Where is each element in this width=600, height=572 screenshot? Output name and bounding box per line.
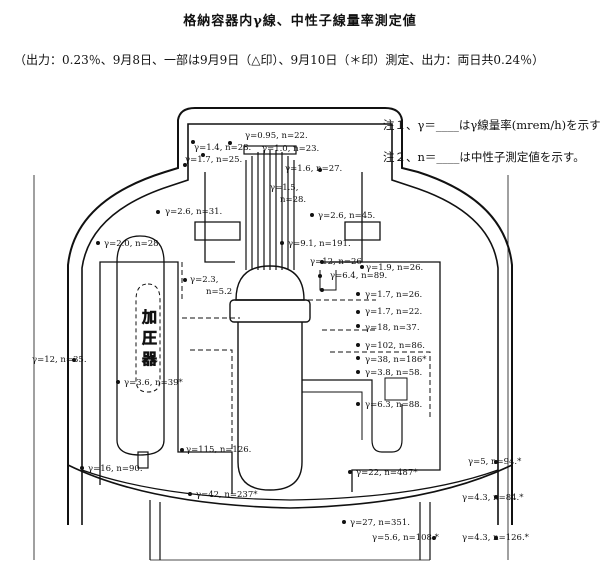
label-m32: γ=27, n=351. — [350, 518, 410, 528]
label-m19: γ=18, n=37. — [365, 323, 420, 333]
pressurizer-label-1: 加 — [142, 308, 157, 326]
label-m12: γ=1.9, n=26. — [366, 263, 423, 273]
label-m22: γ=38, n=186* — [365, 355, 427, 365]
label-m4: γ=1.7, n=25. — [185, 155, 242, 165]
label-m34: γ=4.3, n=126.* — [462, 533, 530, 543]
label-m13: γ=12, n=26 — [310, 257, 362, 267]
label-m24: γ=3.6, n=39* — [124, 378, 184, 388]
label-m21: γ=102, n=86. — [365, 341, 425, 351]
label-m31: γ=4.3, n=84.* — [462, 493, 524, 503]
label-m3: γ=1.0, n=23. — [262, 144, 319, 154]
label-m7: n=28. — [280, 195, 306, 205]
label-m33: γ=5.6, n=108.* — [372, 533, 440, 543]
label-m20: γ=12, n=35. — [32, 355, 87, 365]
pressurizer-label-3: 器 — [142, 350, 157, 368]
label-m6: γ=1.5, — [270, 183, 298, 193]
label-m30: γ=42, n=237* — [196, 490, 258, 500]
reactor-vessel — [229, 145, 311, 491]
label-m18: γ=1.7, n=22. — [365, 307, 422, 317]
label-m1: γ=0.95, n=22. — [245, 131, 308, 141]
note-neutron: 注２、n＝____は中性子測定値を示す。 — [383, 150, 585, 164]
internal-structures — [99, 172, 441, 494]
label-m14: γ=6.4, n=89. — [330, 271, 387, 281]
label-m27: γ=5, n=94.* — [468, 457, 522, 467]
figure-title: 格納容器内γ線、中性子線量率測定値 — [183, 14, 417, 29]
figure-subtitle: （出力：0.23％、9月8日、一部は9月9日（△印）、9月10日（＊印）測定、出… — [14, 53, 545, 67]
label-m8: γ=2.6, n=31. — [165, 207, 222, 217]
label-m15: γ=2.3, — [190, 275, 218, 285]
label-m5: γ=1.6, n=27. — [285, 164, 342, 174]
pressurizer-label-2: 圧 — [142, 329, 157, 347]
note-gamma: 注１、γ＝____はγ線量率(mrem/h)を示す。 — [383, 118, 600, 132]
piping-right — [302, 270, 408, 453]
label-m28: γ=16, n=90. — [88, 464, 143, 474]
pressurizer: 加 圧 器 — [116, 235, 165, 469]
measurement-markers — [72, 140, 498, 540]
label-m11: γ=9.1, n=191. — [288, 239, 351, 249]
containment-vessel-outline — [33, 107, 513, 561]
label-m2: γ=1.4, n=28. — [194, 143, 251, 153]
label-m17: γ=1.7, n=26. — [365, 290, 422, 300]
label-m23: γ=3.8, n=58. — [365, 368, 422, 378]
label-m16: n=5.2 — [206, 287, 232, 297]
label-m25: γ=6.3, n=88. — [365, 400, 422, 410]
label-m9: γ=2.6, n=45. — [318, 211, 375, 221]
label-m10: γ=2.0, n=28. — [104, 239, 161, 249]
label-m29: γ=22, n=487* — [356, 468, 418, 478]
label-m26: γ=115, n=126. — [186, 445, 251, 455]
